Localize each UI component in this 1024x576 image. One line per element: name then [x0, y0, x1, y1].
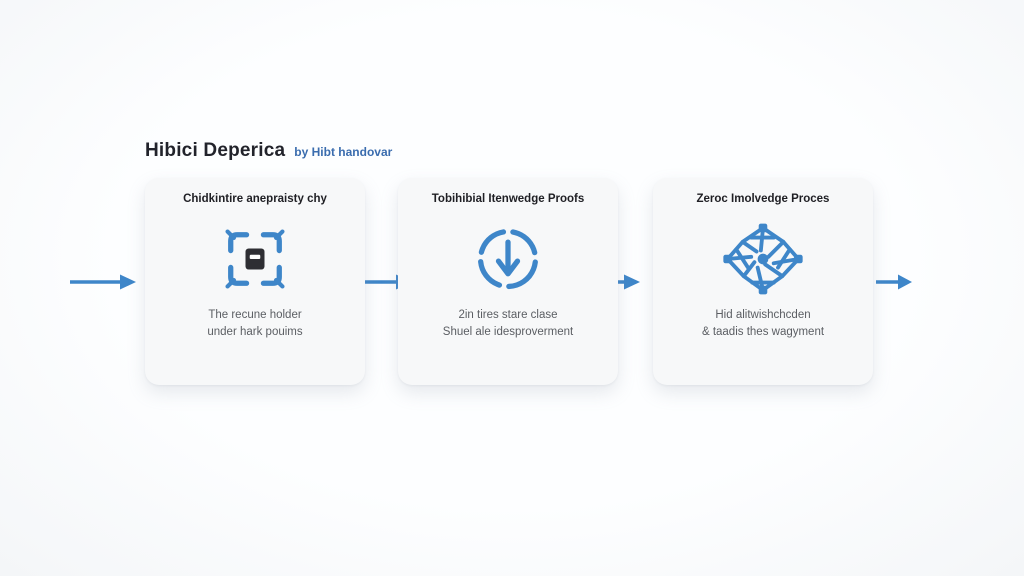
step-card-3: Zeroc Imolvedge Proces Hid alitwishchcde… — [653, 178, 873, 385]
card-description-line1: Hid alitwishchcden — [715, 309, 811, 321]
card-description-line2: & taadis thes wagyment — [701, 326, 825, 338]
circle-arrow-down-icon — [470, 211, 546, 307]
card-description-line1: The recune holder — [208, 309, 302, 321]
scan-node-icon — [217, 211, 293, 307]
card-title: Zeroc Imolvedge Proces — [696, 193, 830, 205]
card-description-line2: Shuel ale idesproverment — [442, 326, 574, 338]
card-title: Tobihibial Itenwedge Proofs — [431, 193, 585, 205]
diagram-header: Hibici Deperica by Hibt handovar — [145, 140, 392, 162]
page-title: Hibici Deperica — [145, 140, 286, 161]
card-description-line2: under hark pouims — [207, 326, 303, 338]
page-subtitle: by Hibt handovar — [294, 145, 393, 159]
flow-arrow-out — [876, 274, 912, 290]
card-description: The recune holder under hark pouims — [207, 307, 302, 341]
card-description: Hid alitwishchcden & taadis thes wagymen… — [702, 307, 824, 341]
card-title: Chidkintire anepraisty chy — [183, 193, 327, 205]
card-description-line1: 2in tires stare clase — [458, 309, 558, 321]
flow-arrow-in — [70, 274, 136, 290]
card-description: 2in tires stare clase Shuel ale idesprov… — [443, 307, 573, 341]
step-card-2: Tobihibial Itenwedge Proofs 2in tires st… — [398, 178, 618, 385]
network-proof-icon — [718, 211, 808, 307]
step-card-1: Chidkintire anepraisty chy — [145, 178, 365, 385]
